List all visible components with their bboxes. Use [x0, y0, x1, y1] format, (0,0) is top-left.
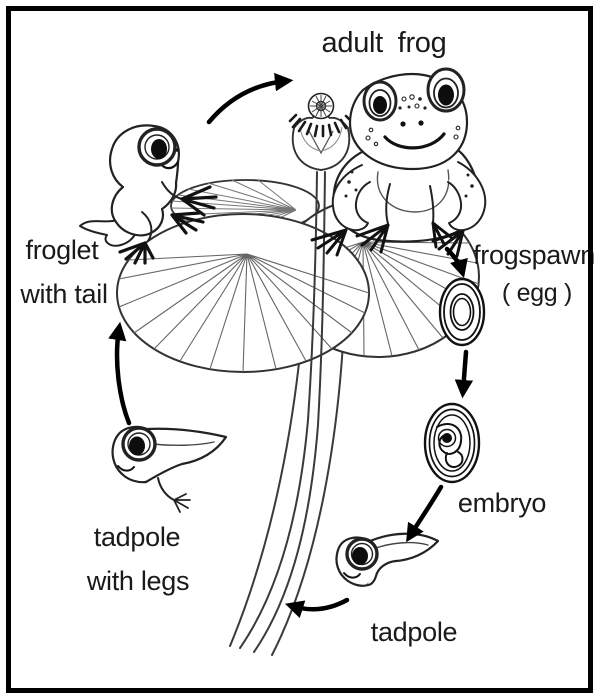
frog-eye-right: [426, 67, 466, 113]
arrow-froglet-to-adult: [206, 72, 294, 125]
frog-eye-left: [362, 80, 398, 122]
tadpole-with-legs-illustration: [111, 425, 228, 513]
frog-chest: [376, 169, 450, 213]
arrow-tadpole-with-legs-to-froglet: [108, 321, 132, 426]
tadpole-legs-eye: [121, 426, 157, 462]
label-tadpole: tadpole: [370, 617, 458, 647]
tadpole-front-leg: [157, 477, 175, 501]
tadpole-tail: [366, 532, 440, 587]
label-froglet-line1: froglet: [25, 235, 99, 265]
label-embryo: embryo: [457, 488, 547, 518]
froglet-toes: [118, 185, 218, 265]
arrow-frogspawn-to-embryo: [454, 349, 474, 399]
label-adult-frog: adult frog: [321, 27, 447, 59]
lily-stems-front: [239, 171, 326, 653]
froglet-illustration: [79, 124, 218, 265]
arrow-tadpole-to-tadpole-with-legs: [284, 597, 350, 619]
frogspawn-egg-illustration: [438, 277, 486, 347]
lily-pad-left: [116, 213, 370, 373]
label-frogspawn: frogspawn: [473, 240, 595, 270]
frog-mouth: [383, 132, 446, 150]
tadpole-legs-mouth: [117, 465, 135, 472]
embryo-illustration: [423, 402, 481, 484]
tadpole-mouth: [343, 572, 361, 579]
label-froglet-line2: with tail: [20, 279, 108, 309]
froglet-eye: [137, 127, 177, 167]
tadpole-eye: [345, 537, 379, 571]
adult-frog-illustration: [310, 67, 487, 258]
flower-fringe: [288, 113, 354, 138]
water-lily-flower: [288, 92, 354, 171]
frog-nostril-right: [418, 120, 424, 126]
label-frogspawn-egg: ( egg ): [501, 279, 573, 307]
frog-toes: [310, 221, 465, 258]
arrow-embryo-to-tadpole: [406, 484, 444, 543]
label-tadpole-with-legs-line2: with legs: [86, 566, 190, 596]
arrow-adult-to-frogspawn: [444, 246, 468, 279]
frog-nostril-left: [400, 121, 406, 127]
label-tadpole-with-legs-line1: tadpole: [93, 522, 181, 552]
tadpole-legs-tail: [144, 427, 228, 484]
cycle-arrows: [108, 72, 474, 619]
frog-spots: [344, 97, 474, 198]
tadpole-illustration: [335, 532, 440, 587]
